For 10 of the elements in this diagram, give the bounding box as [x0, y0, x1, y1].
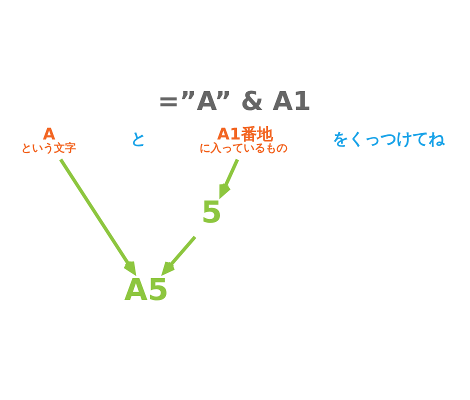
label: をくっつけてね: [332, 129, 445, 148]
arrow: [162, 236, 196, 274]
node-text: A1番地 に入っているもの: [200, 124, 288, 155]
node-text: A5: [124, 272, 169, 308]
node-text: 5: [201, 196, 222, 231]
label: と: [130, 129, 146, 148]
diagram-title: =”A” & A1: [158, 86, 312, 117]
arrow: [219, 158, 240, 198]
arrow: [59, 158, 136, 274]
node-text: A という文字: [20, 124, 76, 155]
